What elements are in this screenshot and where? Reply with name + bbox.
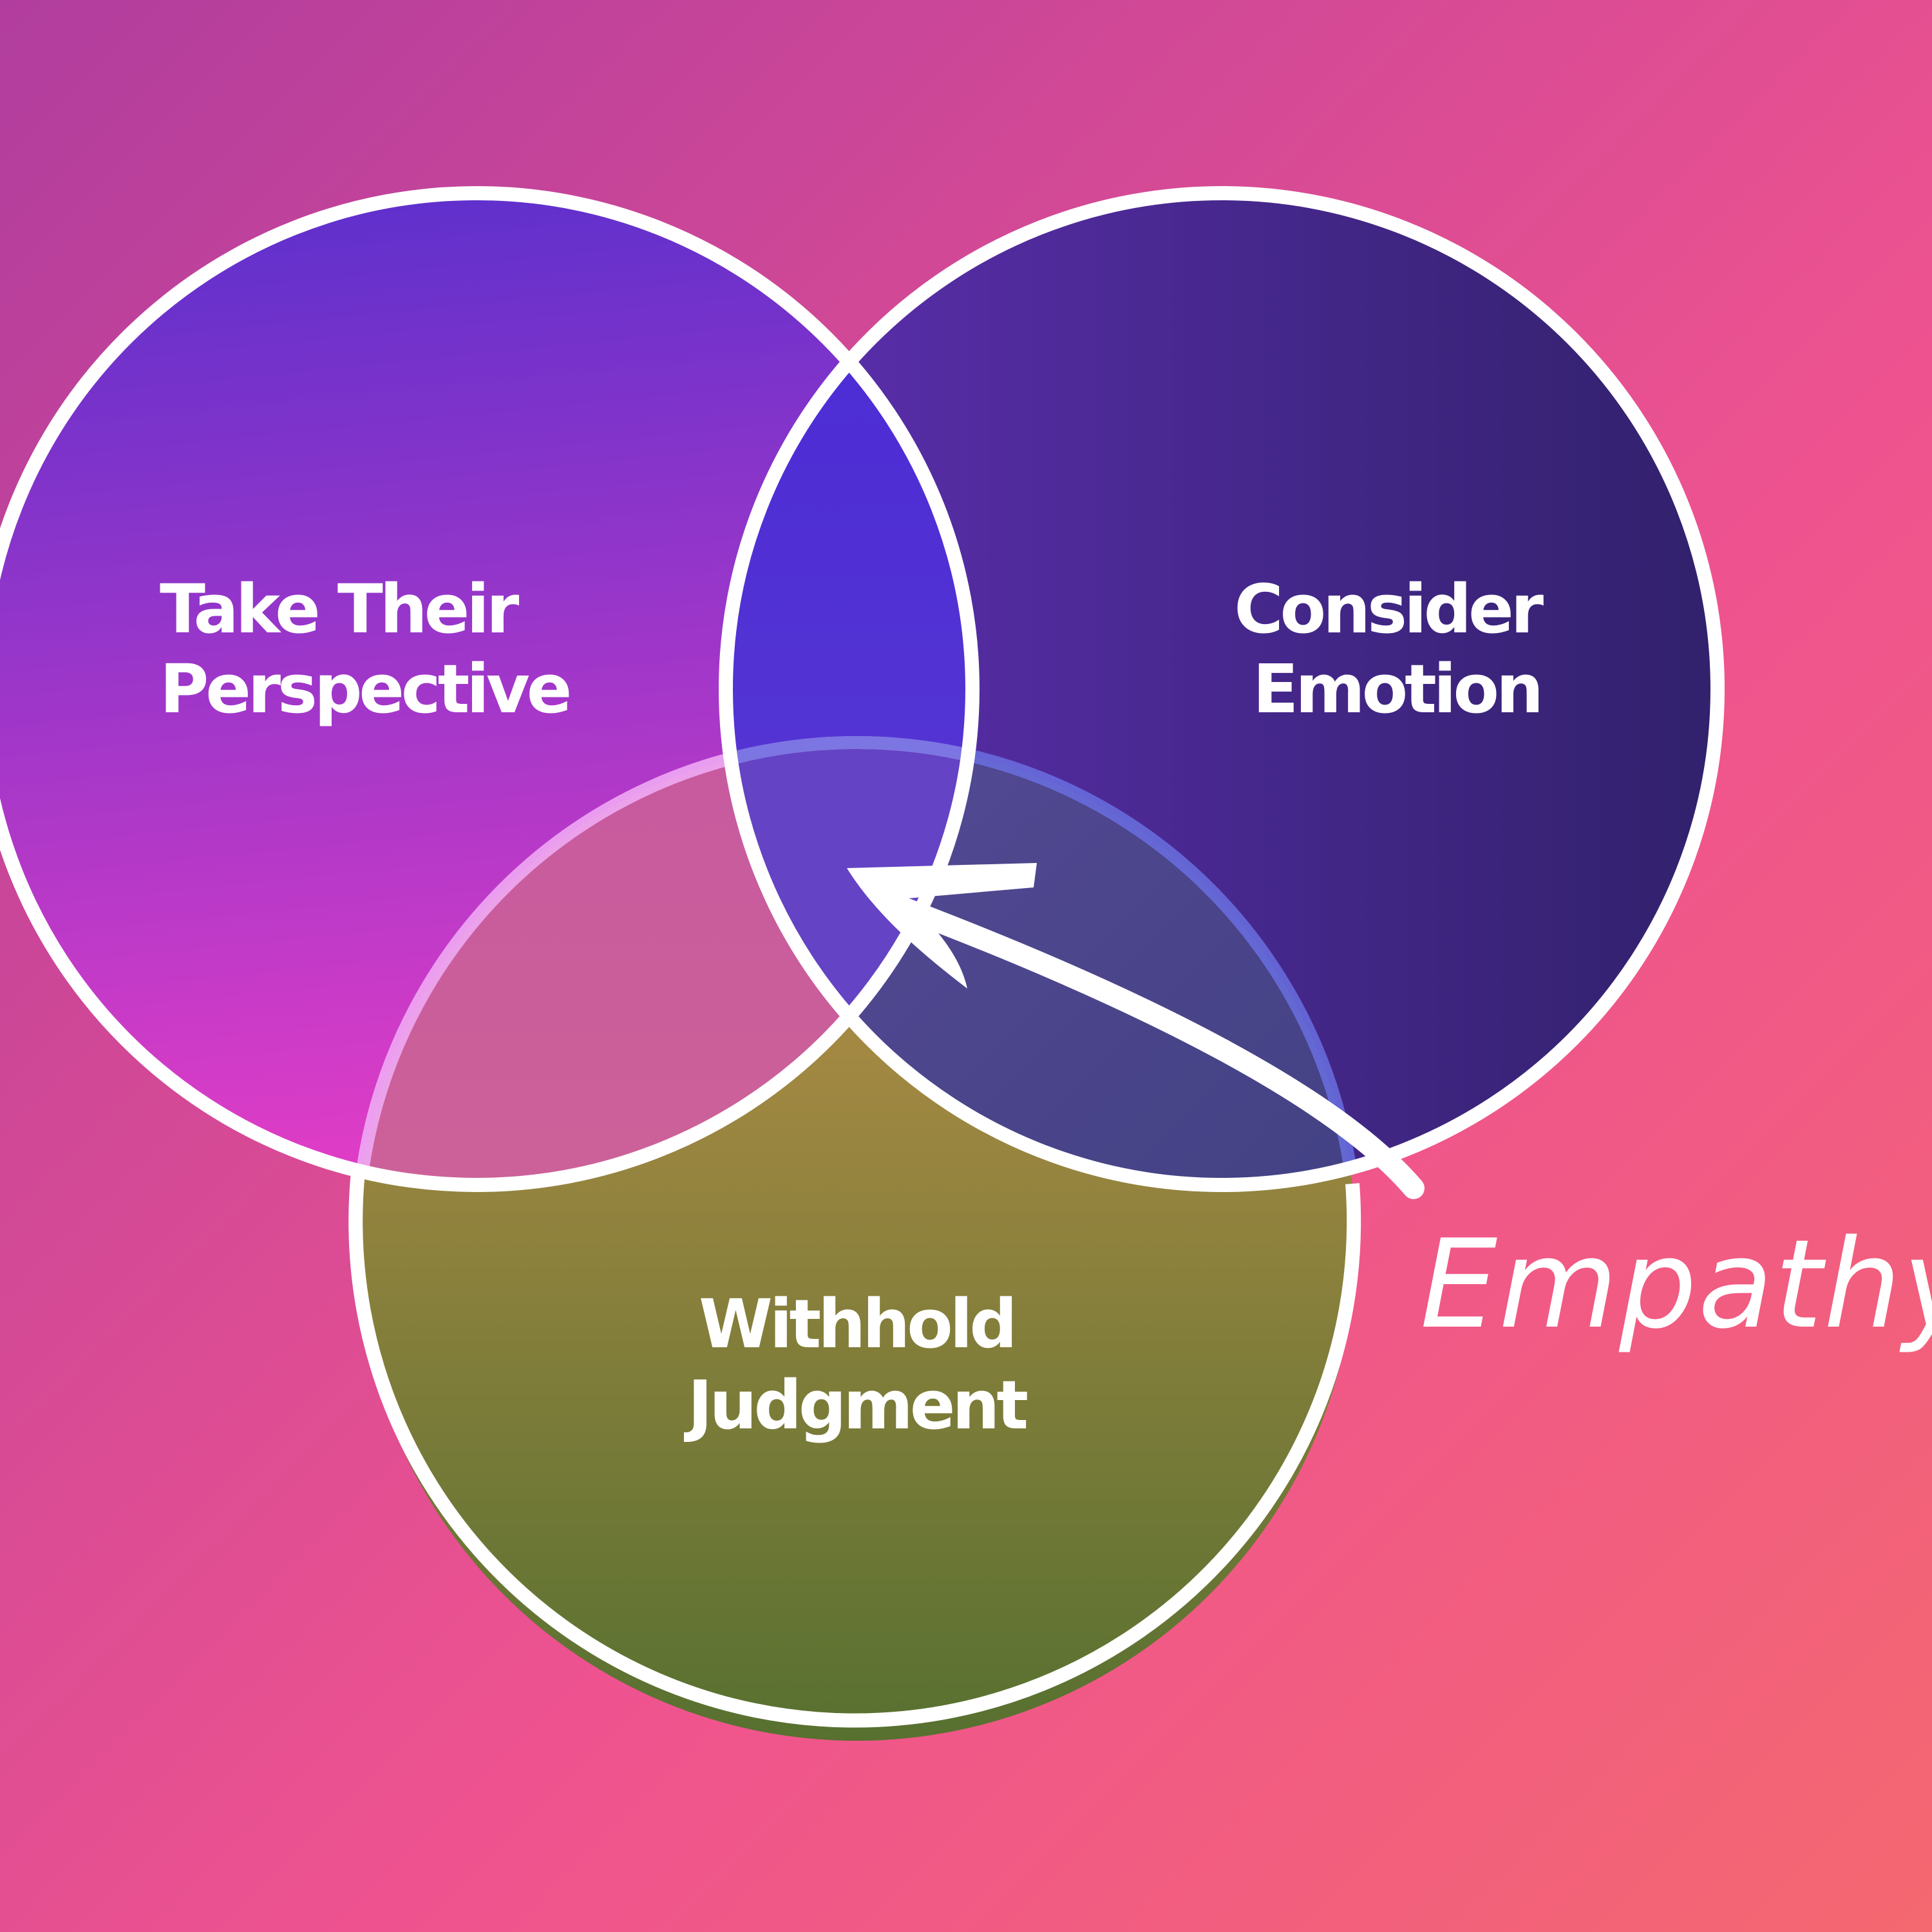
arrow-icon	[847, 863, 1425, 1199]
inner-outline-judgment-right	[726, 736, 1362, 1185]
label-judgment-line1: Withhold	[699, 1285, 1014, 1363]
outline-judgment	[348, 1171, 1361, 1728]
label-perspective-line1: Take Their	[160, 570, 519, 649]
outline-perspective	[0, 186, 980, 1192]
outline-emotion	[719, 186, 1725, 1192]
label-perspective-line2: Perspective	[160, 650, 569, 728]
label-emotion-line2: Emotion	[1253, 650, 1540, 728]
label-judgment-line2: Judgment	[684, 1366, 1028, 1444]
label-emotion-line1: Consider	[1234, 570, 1543, 649]
overlap-perspective-judgment	[357, 743, 972, 1185]
annotation-empathy: Empathy	[1420, 1213, 1932, 1356]
